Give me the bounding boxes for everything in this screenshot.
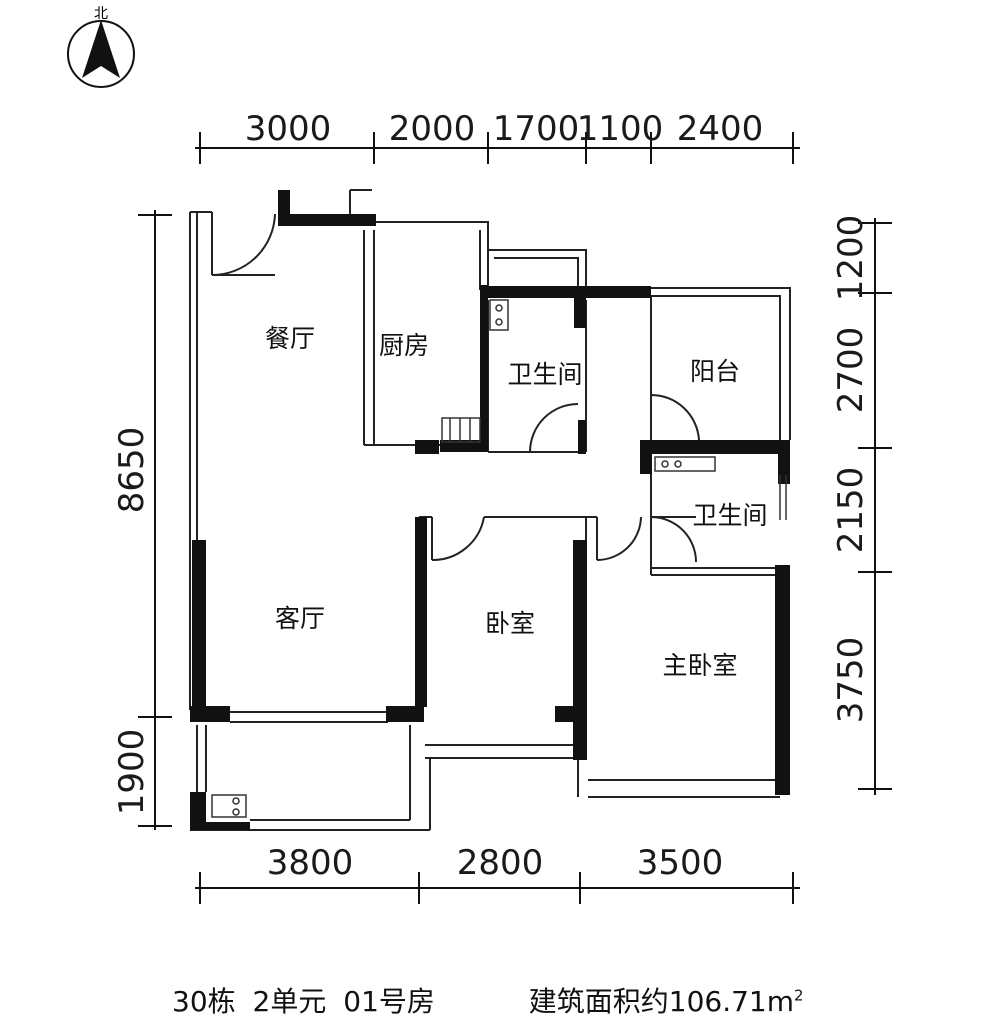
caption-area-unit: m bbox=[766, 985, 795, 1018]
dim-bottom-2: 2800 bbox=[457, 843, 544, 883]
dim-bottom-3: 3500 bbox=[637, 843, 724, 883]
room-label-kitchen: 厨房 bbox=[379, 331, 429, 360]
north-arrow-icon: 北 bbox=[67, 6, 135, 88]
room-label-dining: 餐厅 bbox=[265, 324, 315, 353]
dim-bottom-1: 3800 bbox=[267, 843, 354, 883]
dim-right-2: 2700 bbox=[831, 327, 871, 414]
caption-unit: 2单元 bbox=[252, 985, 327, 1018]
dim-top-2: 2000 bbox=[389, 109, 476, 149]
thin-walls bbox=[189, 189, 791, 831]
caption-area-label: 建筑面积约 bbox=[528, 985, 669, 1018]
dim-left-1: 8650 bbox=[112, 427, 152, 514]
floor-plan-caption: 30栋 2单元 01号房 建筑面积约106.71m2 bbox=[172, 980, 804, 1020]
room-label-balcony: 阳台 bbox=[690, 357, 740, 386]
dim-top-1: 3000 bbox=[245, 109, 332, 149]
compass-label: 北 bbox=[94, 6, 108, 22]
thick-walls bbox=[190, 190, 790, 830]
caption-building: 30栋 bbox=[172, 985, 236, 1018]
right-dimension-line bbox=[858, 218, 892, 795]
dim-right-4: 3750 bbox=[831, 637, 871, 724]
room-label-bathroom-2: 卫生间 bbox=[692, 501, 767, 530]
dim-top-5: 2400 bbox=[677, 109, 764, 149]
room-label-bathroom-1: 卫生间 bbox=[507, 360, 582, 389]
fixtures bbox=[211, 299, 787, 818]
dim-left-2: 1900 bbox=[112, 729, 152, 816]
dim-right-1: 1200 bbox=[831, 215, 871, 302]
left-dimension-line bbox=[138, 210, 172, 830]
dim-top-3: 1700 bbox=[493, 109, 580, 149]
caption-area-value: 106.71 bbox=[668, 985, 767, 1018]
doors bbox=[211, 213, 700, 563]
room-label-bedroom: 卧室 bbox=[485, 609, 535, 638]
caption-area-unit-sup: 2 bbox=[794, 986, 804, 1005]
bottom-dimension-line bbox=[195, 872, 800, 904]
dim-top-4: 1100 bbox=[577, 109, 664, 149]
dim-right-3: 2150 bbox=[831, 467, 871, 554]
room-label-living: 客厅 bbox=[275, 604, 325, 633]
caption-room: 01号房 bbox=[343, 985, 435, 1018]
room-label-master-bedroom: 主卧室 bbox=[662, 651, 737, 680]
top-dimension-line bbox=[195, 132, 800, 164]
